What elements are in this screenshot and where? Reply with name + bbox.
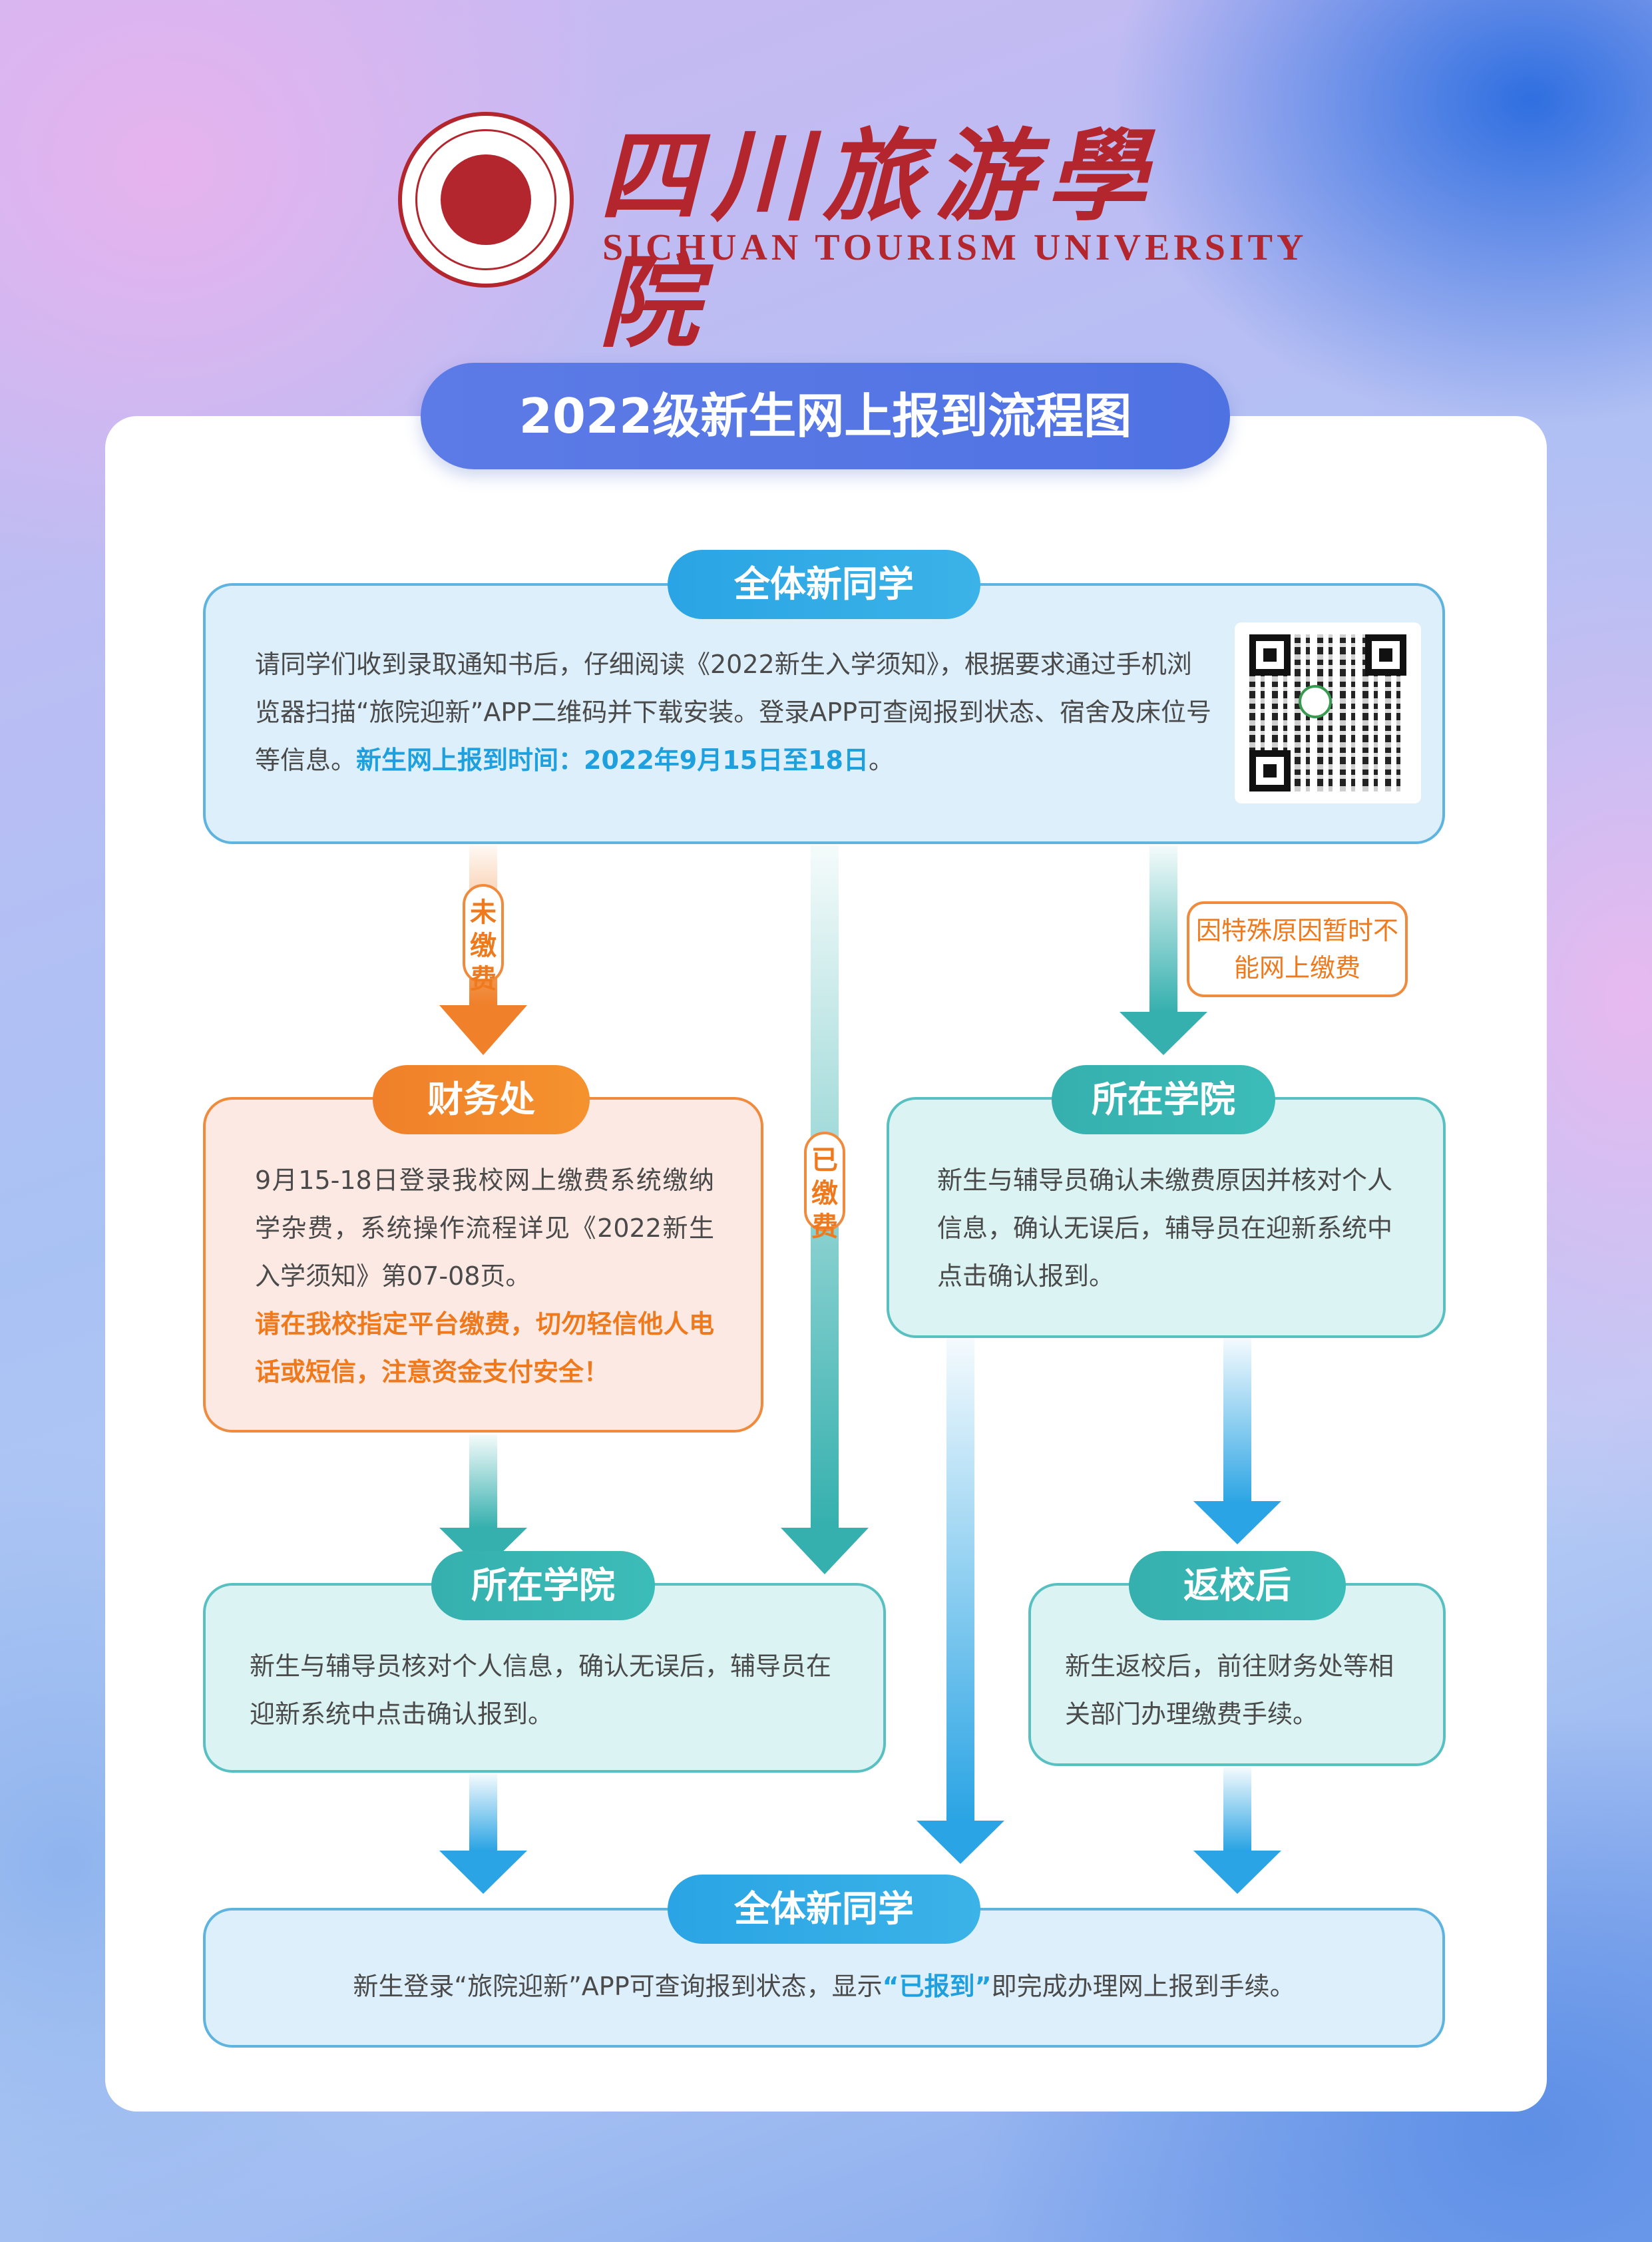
arrow-college-to-end — [917, 1338, 1004, 1864]
school-name-english: SICHUAN TOURISM UNIVERSITY — [602, 227, 1308, 268]
qr-app-logo-icon — [1299, 685, 1332, 718]
step-start-label: 全体新同学 — [668, 550, 980, 619]
start-registration-time: 新生网上报到时间：2022年9月15日至18日 — [356, 746, 869, 775]
step-college-unpaid-box — [887, 1097, 1446, 1338]
step-college-unpaid-text: 新生与辅导员确认未缴费原因并核对个人信息，确认无误后，辅导员在迎新系统中点击确认… — [937, 1166, 1393, 1291]
tag-unpaid-text: 未缴费 — [470, 897, 497, 995]
step-end-label: 全体新同学 — [668, 1875, 980, 1944]
step-start-text: 请同学们收到录取通知书后，仔细阅读《2022新生入学须知》，根据要求通过手机浏览… — [255, 640, 1213, 784]
app-qr-code — [1235, 622, 1421, 803]
start-tail: 。 — [868, 746, 894, 775]
tag-paid: 已缴费 — [804, 1132, 845, 1242]
start-body: 请同学们收到录取通知书后，仔细阅读《2022新生入学须知》，根据要求通过手机浏览… — [255, 650, 1212, 775]
school-name-chinese: 四川旅游學院 — [599, 118, 1159, 361]
tag-special-reason: 因特殊原因暂时不能网上缴费 — [1187, 901, 1408, 997]
step-college-paid-label: 所在学院 — [431, 1551, 655, 1620]
step-college-unpaid-label: 所在学院 — [1052, 1065, 1275, 1134]
finance-body: 9月15-18日登录我校网上缴费系统缴纳学杂费，系统操作流程详见《2022新生入… — [255, 1166, 714, 1291]
qr-finder-bottom-left — [1249, 750, 1291, 791]
end-status-highlight: “已报到” — [882, 1972, 992, 2001]
arrow-return-to-end — [1193, 1767, 1281, 1894]
step-finance-label: 财务处 — [373, 1065, 590, 1134]
step-return-text: 新生返校后，前往财务处等相关部门办理缴费手续。 — [1065, 1652, 1394, 1729]
tag-unpaid: 未缴费 — [463, 884, 504, 995]
seal-ring — [415, 129, 556, 270]
step-finance-text: 9月15-18日登录我校网上缴费系统缴纳学杂费，系统操作流程详见《2022新生入… — [255, 1156, 714, 1396]
university-seal — [398, 112, 574, 288]
arrow-special — [1120, 845, 1207, 1055]
seal-emblem — [441, 154, 531, 245]
finance-warning: 请在我校指定平台缴费，切勿轻信他人电话或短信，注意资金支付安全！ — [255, 1309, 714, 1387]
end-body: 新生登录“旅院迎新”APP可查询报到状态，显示 — [353, 1972, 883, 2001]
end-tail: 即完成办理网上报到手续。 — [991, 1972, 1295, 2001]
page-title: 2022级新生网上报到流程图 — [421, 363, 1230, 469]
step-return-label: 返校后 — [1129, 1551, 1346, 1620]
arrow-college-paid-to-end — [439, 1774, 527, 1894]
step-end-text: 新生登录“旅院迎新”APP可查询报到状态，显示“已报到”即完成办理网上报到手续。 — [203, 1962, 1445, 2010]
qr-finder-top-left — [1249, 634, 1291, 676]
step-college-paid-text: 新生与辅导员核对个人信息，确认无误后，辅导员在迎新系统中点击确认报到。 — [250, 1652, 832, 1729]
qr-finder-top-right — [1365, 634, 1406, 676]
arrow-college-to-return — [1193, 1338, 1281, 1544]
tag-paid-text: 已缴费 — [811, 1145, 838, 1242]
arrow-finance-to-college — [439, 1435, 527, 1571]
